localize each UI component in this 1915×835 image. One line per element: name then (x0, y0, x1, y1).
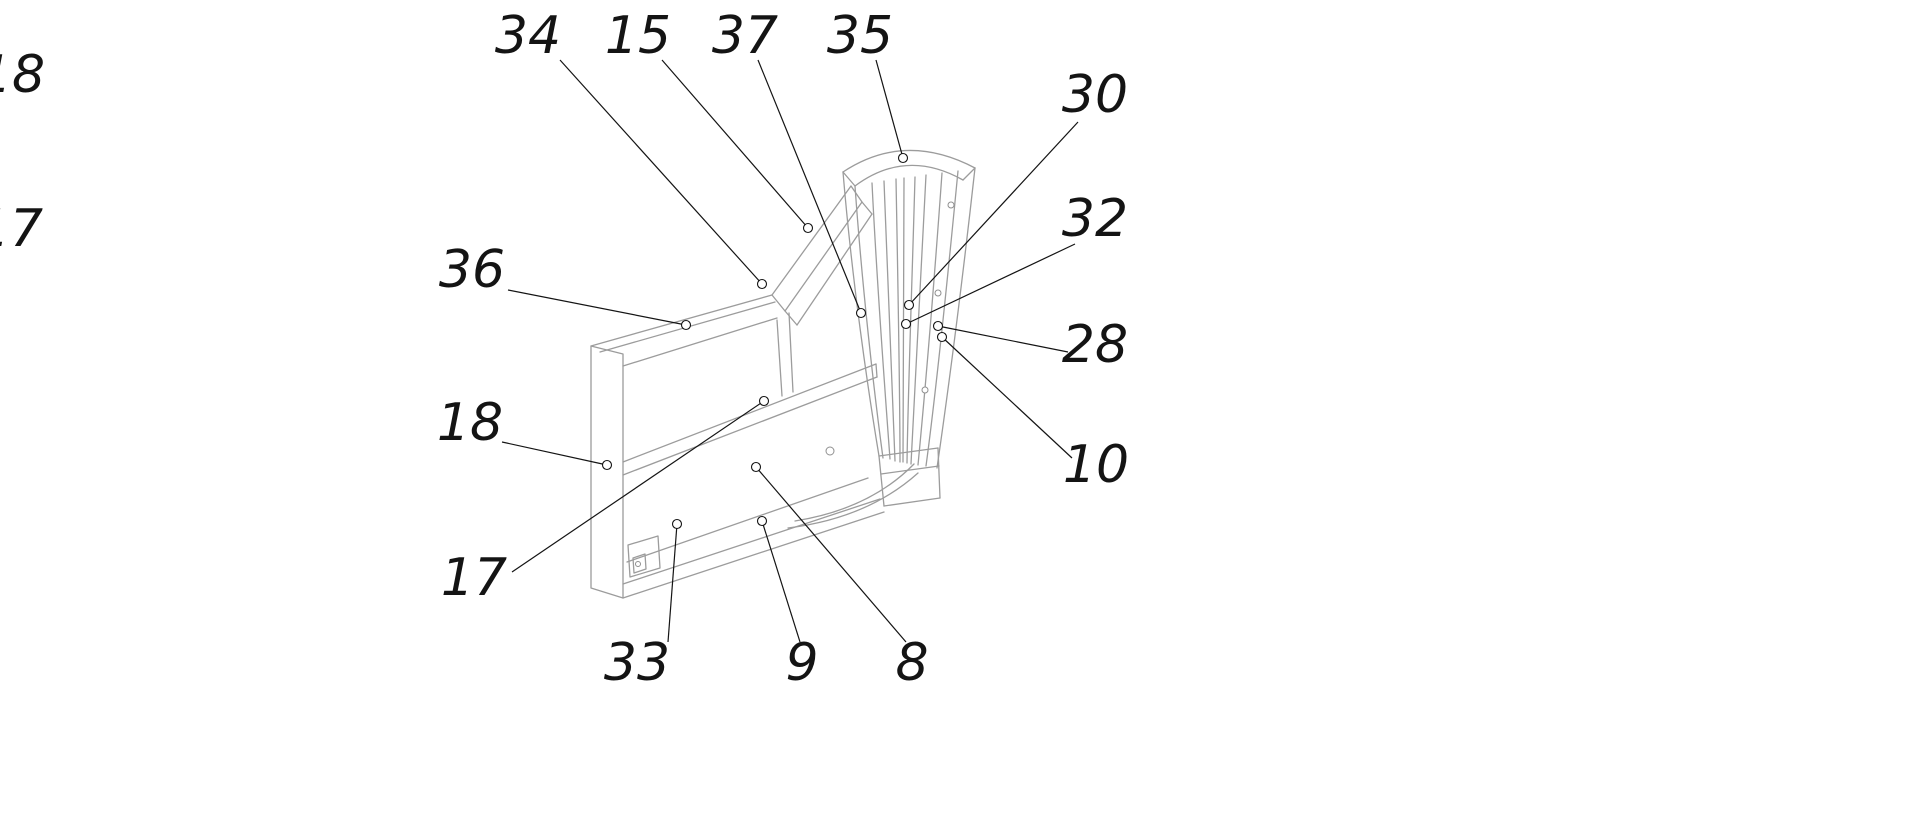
box-bottom-outer (622, 511, 885, 599)
box-mid-rail-top (622, 363, 877, 463)
pillar-hole-dot (934, 289, 942, 297)
part-label-10: 10 (1063, 435, 1129, 495)
leader-15 (661, 59, 809, 229)
leader-17 (511, 400, 765, 573)
pillar-hole-dot (921, 386, 929, 394)
leader-36 (507, 289, 687, 326)
part-label-15: 15 (605, 6, 671, 66)
pillar-cap-outer-arc (842, 149, 976, 173)
box-mid-rail-end (875, 363, 878, 378)
leader-endpoint-30 (903, 299, 915, 311)
pillar-cap-left-edge (842, 171, 856, 187)
leader-lines (501, 59, 1079, 643)
leader-endpoint-9 (756, 515, 768, 527)
leader-35 (875, 59, 904, 159)
pillar-lamination (883, 180, 896, 462)
detail-dot (635, 561, 641, 567)
pillar-base-right (937, 447, 941, 499)
box-mid-rail-bottom (622, 376, 878, 476)
corner-brace-inner (787, 472, 919, 529)
leader-endpoint-8 (750, 461, 762, 473)
leader-endpoint-17 (758, 395, 770, 407)
box-post-left (776, 319, 783, 397)
pillar-lamination (902, 177, 905, 463)
pillar-base-left (878, 455, 885, 507)
pillar-lamination (895, 178, 901, 463)
box-post-right (788, 312, 794, 393)
slope-outer-edge (771, 185, 852, 296)
part-label-edge-18: 18 (0, 45, 45, 105)
part-label-18: 18 (437, 393, 503, 453)
leader-endpoint-36 (680, 319, 692, 331)
leader-endpoint-35 (897, 152, 909, 164)
leader-endpoint-32 (900, 318, 912, 330)
pillar-cap-right-edge (962, 167, 976, 181)
detail-dot (825, 446, 835, 456)
corner-brace-outer (794, 463, 915, 522)
slope-top-joint (850, 185, 873, 215)
part-label-28: 28 (1062, 315, 1128, 375)
part-label-30: 30 (1062, 65, 1128, 125)
part-label-33: 33 (604, 633, 670, 693)
box-floor-back (626, 477, 869, 563)
leader-endpoint-34 (756, 278, 768, 290)
hardware-block-inner (632, 553, 647, 574)
part-labels: 34 15 37 35 30 32 28 10 36 18 17 33 9 8 … (0, 6, 1129, 693)
pillar-base-bottom (883, 497, 941, 507)
part-label-8: 8 (895, 633, 928, 693)
leader-30 (908, 121, 1079, 306)
leader-33 (667, 523, 678, 643)
leader-endpoint-15 (802, 222, 814, 234)
leader-10 (941, 336, 1073, 459)
box-top-rail-inner (622, 317, 778, 367)
part-label-17: 17 (441, 548, 507, 608)
leader-32 (905, 243, 1076, 325)
leader-37 (757, 59, 862, 314)
box-left-end-face (590, 345, 624, 599)
slope-ridge-edge (784, 201, 863, 312)
box-floor-front (622, 498, 881, 585)
pillar-lamination (936, 167, 976, 469)
pillar-lamination (854, 185, 884, 459)
leader-34 (559, 59, 763, 285)
part-label-32: 32 (1062, 189, 1128, 249)
part-label-edge-17: 17 (0, 199, 43, 259)
hardware-block (627, 535, 661, 578)
slope-inner-edge (796, 213, 873, 326)
pillar-lamination (871, 182, 891, 460)
isometric-drawing (590, 149, 976, 599)
part-label-34: 34 (495, 6, 561, 66)
leader-18 (501, 441, 608, 466)
pillar-lamination (842, 171, 880, 457)
pillar-lamination (917, 172, 943, 466)
pillar-lamination (910, 174, 927, 465)
part-label-9: 9 (785, 633, 818, 693)
leader-28 (937, 325, 1069, 353)
pillar-base-top (878, 447, 939, 457)
leader-endpoint-28 (932, 320, 944, 332)
part-label-37: 37 (712, 6, 778, 66)
pillar-base-mid (880, 465, 940, 475)
part-label-35: 35 (827, 6, 893, 66)
box-top-rail-outer (590, 294, 773, 347)
part-label-36: 36 (439, 240, 505, 300)
leader-endpoint-18 (601, 459, 613, 471)
leader-endpoint-10 (936, 331, 948, 343)
pillar-lamination (906, 176, 916, 464)
leader-endpoint-37 (855, 307, 867, 319)
leader-8 (755, 466, 907, 643)
leader-9 (761, 520, 801, 643)
pillar-cap-inner-arc (854, 164, 964, 187)
leader-endpoint-33 (671, 518, 683, 530)
pillar-hole-dot (947, 201, 955, 209)
